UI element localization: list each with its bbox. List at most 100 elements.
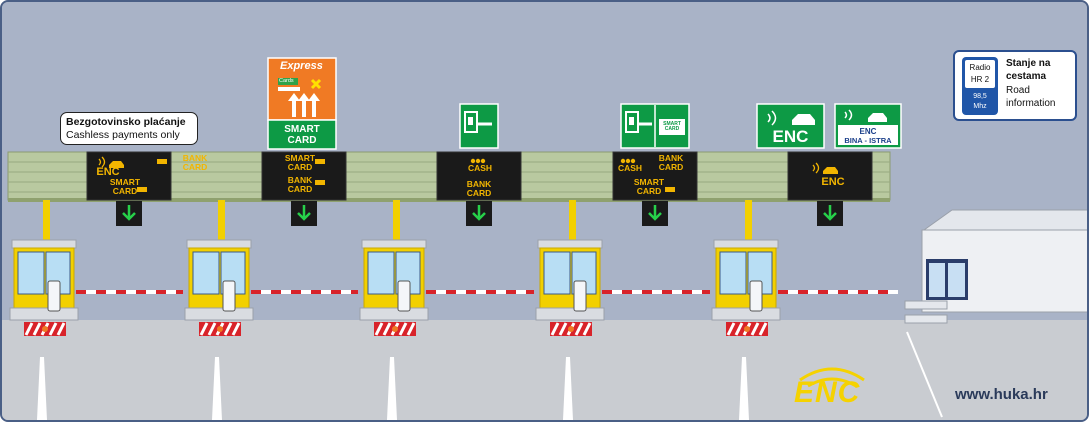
lane-dividers: [37, 357, 749, 420]
lane-divider: [37, 357, 47, 420]
lane-divider: [739, 357, 749, 420]
barrier-machine: [573, 280, 587, 312]
bumper-stripe: [24, 322, 34, 336]
booth-island: [184, 307, 254, 321]
bumper-stripe: [574, 322, 584, 336]
enc-road-logo-text: ENC: [794, 376, 861, 409]
bumper-light: [42, 326, 48, 332]
lane-board-panel: [261, 151, 347, 201]
radio-text-line3: Road: [1006, 85, 1030, 96]
lane-go-arrow: [297, 205, 311, 221]
barrier-machine: [47, 280, 61, 312]
enc-signal-icon: [98, 156, 106, 168]
lane-divider: [212, 357, 222, 420]
lane-board: [261, 151, 347, 226]
bumper-stripe: [207, 322, 217, 336]
barrier-machine: [749, 280, 763, 312]
booth-window: [543, 251, 571, 295]
board-indicator: [665, 187, 675, 192]
website-url: www.huka.hr: [955, 386, 1048, 403]
lane-divider: [387, 357, 397, 420]
bumper-stripe: [199, 322, 209, 336]
radio-badge-freq: 98,5: [973, 93, 987, 100]
gantry-pillar: [393, 200, 400, 242]
board-indicator: [315, 159, 325, 164]
enc-bina-istra-sign: [834, 103, 902, 149]
bumper-stripe: [32, 322, 42, 336]
gantry-pillar: [569, 200, 576, 242]
radio-badge-unit: Mhz: [973, 103, 987, 110]
lane-board-label: CASH: [467, 163, 493, 173]
coin-icon: [470, 158, 476, 164]
bumper-light: [392, 326, 398, 332]
express-brand: Express: [280, 60, 323, 72]
lane-board-label: SMART CARD: [284, 153, 316, 172]
coin-icon: [620, 158, 626, 164]
barrier-machine: [222, 280, 236, 312]
lane-boards: [86, 151, 873, 226]
booth-roof: [713, 239, 779, 249]
bumper-stripe: [558, 322, 568, 336]
toll-booth: [184, 200, 358, 336]
booth-island: [359, 307, 429, 321]
board-indicator: [137, 187, 147, 192]
lane-board-label: SMART CARD: [109, 177, 141, 196]
coin-icon: [625, 158, 631, 164]
bumper-light: [217, 326, 223, 332]
enc-car-icon: [823, 167, 838, 174]
coin-icon: [480, 158, 486, 164]
radio-badge-station: HR 2: [970, 75, 990, 84]
bumper-light: [568, 326, 574, 332]
board-indicator: [315, 180, 325, 185]
radio-text-line1: Stanje na: [1006, 58, 1051, 69]
toll-booth: [359, 200, 534, 336]
booth-roof: [186, 239, 252, 249]
toll-booth: [535, 200, 710, 336]
bumper-stripe: [582, 322, 592, 336]
lane-go-arrow: [122, 205, 136, 221]
booth-island: [535, 307, 605, 321]
lane-board-label: SMART CARD: [633, 177, 665, 196]
lane-board-label: BANK CARD: [287, 175, 313, 194]
bumper-light: [744, 326, 750, 332]
lane-go-arrow: [648, 205, 662, 221]
lane-divider: [563, 357, 573, 420]
radio-info-panel: Radio HR 2 98,5 Mhz Stanje na cestama Ro…: [953, 50, 1077, 121]
booth-window: [367, 251, 395, 295]
bumper-stripe: [550, 322, 560, 336]
enc-car-icon: [109, 161, 124, 168]
booth-island: [711, 307, 781, 321]
gantry-pillar: [218, 200, 225, 242]
bumper-stripe: [734, 322, 744, 336]
coin-icon: [475, 158, 481, 164]
lane-barrier: [602, 290, 710, 294]
toll-booth: [711, 200, 898, 336]
radio-badge-top: Radio: [969, 63, 991, 72]
bumper-stripe: [56, 322, 66, 336]
radio-text-line4: information: [1006, 98, 1056, 109]
booth-roof: [361, 239, 427, 249]
enc-plate-label: ENC: [772, 127, 809, 146]
lane-barrier: [426, 290, 534, 294]
cashless-subtitle: Cashless payments only: [66, 129, 180, 141]
enc-bina-line1: ENC: [859, 127, 877, 136]
barrier-machine: [397, 280, 411, 312]
toll-office-building: [904, 209, 1087, 418]
lane-board-label: BANK CARD: [658, 153, 684, 172]
lane-barrier: [778, 290, 898, 294]
bumper-stripe: [726, 322, 736, 336]
lane-board: [787, 151, 873, 226]
cash-lane-sign: [459, 103, 499, 149]
road-surface: [2, 320, 1087, 420]
bumper-stripe: [406, 322, 416, 336]
toll-booths: [9, 200, 898, 336]
bumper-stripe: [223, 322, 233, 336]
gantry-pillar: [745, 200, 752, 242]
lane-board-panel: [787, 151, 873, 201]
toll-booth: [9, 200, 183, 336]
booth-roof: [11, 239, 77, 249]
express-sign: [267, 57, 337, 150]
smart-card-plate: SMART CARD: [284, 124, 320, 146]
lane-go-arrow: [823, 205, 837, 221]
